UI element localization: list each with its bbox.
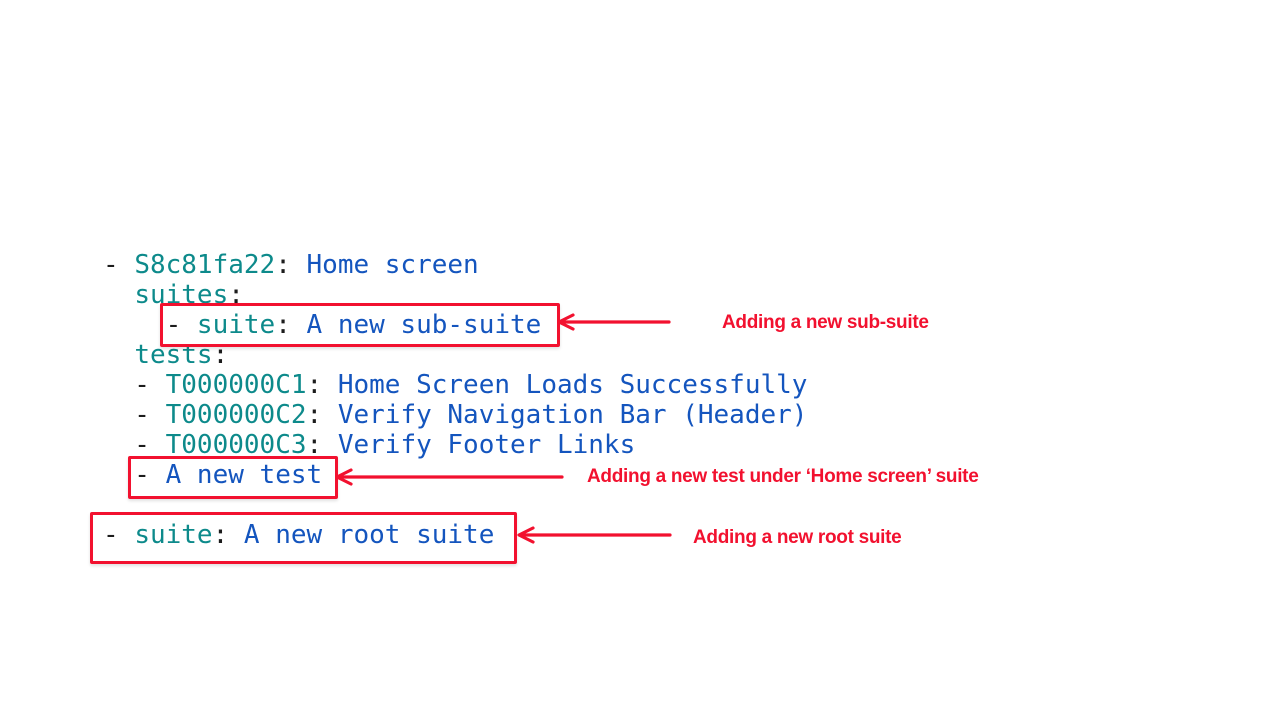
- code-line: - T000000C3: Verify Footer Links: [103, 430, 636, 460]
- code-line: - S8c81fa22: Home screen: [103, 250, 479, 280]
- highlight-box-new-test: [128, 456, 338, 499]
- code-line: - T000000C2: Verify Navigation Bar (Head…: [103, 400, 808, 430]
- annotation-label-root-suite: Adding a new root suite: [693, 527, 902, 548]
- yaml-code-block: - S8c81fa22: Home screen suites: - suite…: [103, 250, 807, 550]
- code-line: - T000000C1: Home Screen Loads Successfu…: [103, 370, 808, 400]
- code-line: - suite: A new root suite: [103, 520, 495, 550]
- annotation-label-new-test: Adding a new test under ‘Home screen’ su…: [587, 466, 979, 487]
- code-line: tests:: [134, 340, 229, 370]
- code-line: - suite: A new sub-suite: [103, 310, 542, 340]
- highlight-box-root-suite: [90, 512, 517, 564]
- annotation-label-sub-suite: Adding a new sub-suite: [722, 312, 929, 333]
- highlight-box-sub-suite: [160, 303, 560, 347]
- code-line: - A new test: [103, 460, 323, 490]
